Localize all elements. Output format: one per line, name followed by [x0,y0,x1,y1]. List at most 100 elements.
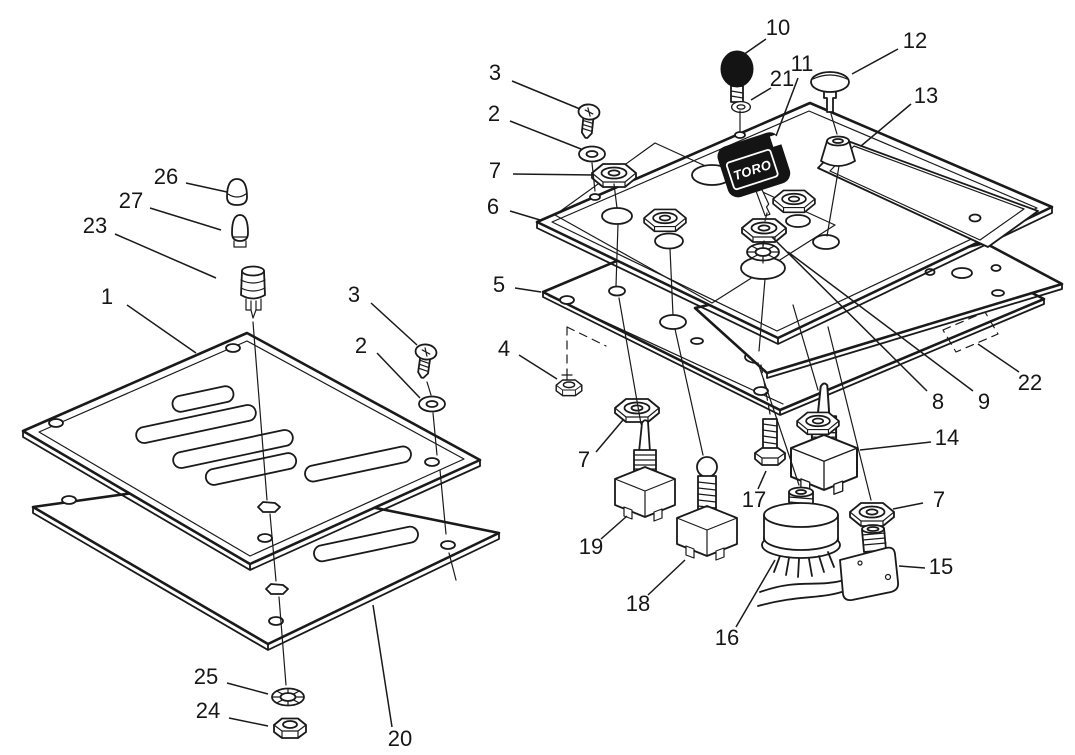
callout-leader-21 [750,87,772,101]
panel-1-hex-hole [257,501,281,513]
callout-leader-7 [595,419,624,453]
panel-1-slot [171,385,235,413]
knob-10 [720,50,754,103]
callout-leader-4 [518,354,558,380]
callout-leader-27 [149,207,222,231]
callout-leader-23 [114,233,217,279]
plate-20-hex-hole [265,583,289,595]
key-hole [769,133,782,147]
callout-leader-19 [600,515,628,540]
callout-17: 17 [742,487,766,512]
callout-7: 7 [933,487,945,512]
callout-leader-7 [892,502,924,510]
lock-washer-25 [271,687,305,707]
key-plaque [725,149,779,191]
callout-14: 14 [935,425,959,450]
callout-1: 1 [101,284,113,309]
callout-leader-8 [771,236,928,392]
button-12 [810,71,850,113]
washer-2-right [578,145,606,163]
callout-10: 10 [766,15,790,40]
plate-20-slot [313,525,419,563]
right-alignment-lines [591,110,872,501]
callout-leader-3 [370,302,418,346]
jam-nut-7 [772,189,816,214]
callout-26: 26 [154,164,178,189]
plate-22-notch [942,311,999,353]
callout-6: 6 [487,194,499,219]
callout-21: 21 [770,66,794,91]
left-alignment-lines [252,321,457,686]
rotary-switch-pins [773,551,835,578]
callout-leader-12 [851,48,899,75]
callout-leader-1 [126,304,197,354]
callout-leader-24 [228,717,269,727]
callout-leader-9 [787,251,974,392]
callout-13: 13 [914,83,938,108]
callout-9: 9 [978,389,990,414]
rotary-switch-16 [761,486,841,578]
callout-leader-26 [185,182,228,193]
left-assembly [21,178,501,739]
callout-22: 22 [1018,370,1042,395]
ignition-key-11: TORO [717,132,791,217]
callout-3: 3 [489,60,501,85]
callout-leader-17 [757,470,767,490]
callout-leader-5 [514,287,542,293]
callout-leader-7 [512,173,595,176]
lamp-socket-23 [240,265,266,319]
callout-leader-2 [376,352,421,399]
callout-leader-3 [511,80,581,110]
callout-leader-2 [509,120,582,150]
callout-7: 7 [578,447,590,472]
callout-leader-25 [226,682,269,695]
micro-switch-wires [757,579,849,607]
jam-nut-7 [849,502,895,527]
callout-16: 16 [715,625,739,650]
callout-20: 20 [388,726,412,751]
panel-1-slot [304,445,412,483]
screw-3-left [411,342,439,381]
callout-3: 3 [348,282,360,307]
callout-leader-14 [859,441,932,451]
panel-1-slot [135,404,257,444]
callout-7: 7 [489,158,501,183]
callout-24: 24 [196,698,220,723]
washer-2-left [418,395,446,413]
lower-plate-20 [31,477,501,651]
right-assembly: TORO [535,50,1064,607]
control-panel-6 [535,101,1054,345]
callout-leader-15 [898,565,926,569]
callout-2: 2 [488,101,500,126]
callout-leader-11 [775,77,799,137]
upper-panel-1 [21,331,482,571]
callout-27: 27 [119,188,143,213]
toggle-switch-18 [676,456,738,561]
callout-leader-13 [860,103,912,147]
lens-26 [226,178,248,206]
callout-15: 15 [929,554,953,579]
callout-4: 4 [498,336,510,361]
nut-4-projection [566,326,607,372]
callout-18: 18 [626,591,650,616]
jam-nut-7 [741,218,787,243]
callout-leader-22 [977,343,1020,373]
nut-4-cross-mark [561,369,573,381]
callout-23: 23 [83,213,107,238]
callout-19: 19 [579,534,603,559]
callout-2: 2 [355,333,367,358]
panel-1-slot [172,429,294,469]
callout-8: 8 [932,389,944,414]
callout-leader-20 [372,604,393,728]
bolt-17 [754,418,786,466]
micro-switch-15 [757,524,900,607]
callout-12: 12 [903,28,927,53]
jam-nut-7 [643,208,687,233]
nut-24 [273,717,307,739]
panel-1-slot [204,452,298,486]
washer-21 [730,100,752,114]
callout-leader-6 [509,210,541,221]
toggle-switch-19 [614,419,676,522]
callout-5: 5 [493,272,505,297]
